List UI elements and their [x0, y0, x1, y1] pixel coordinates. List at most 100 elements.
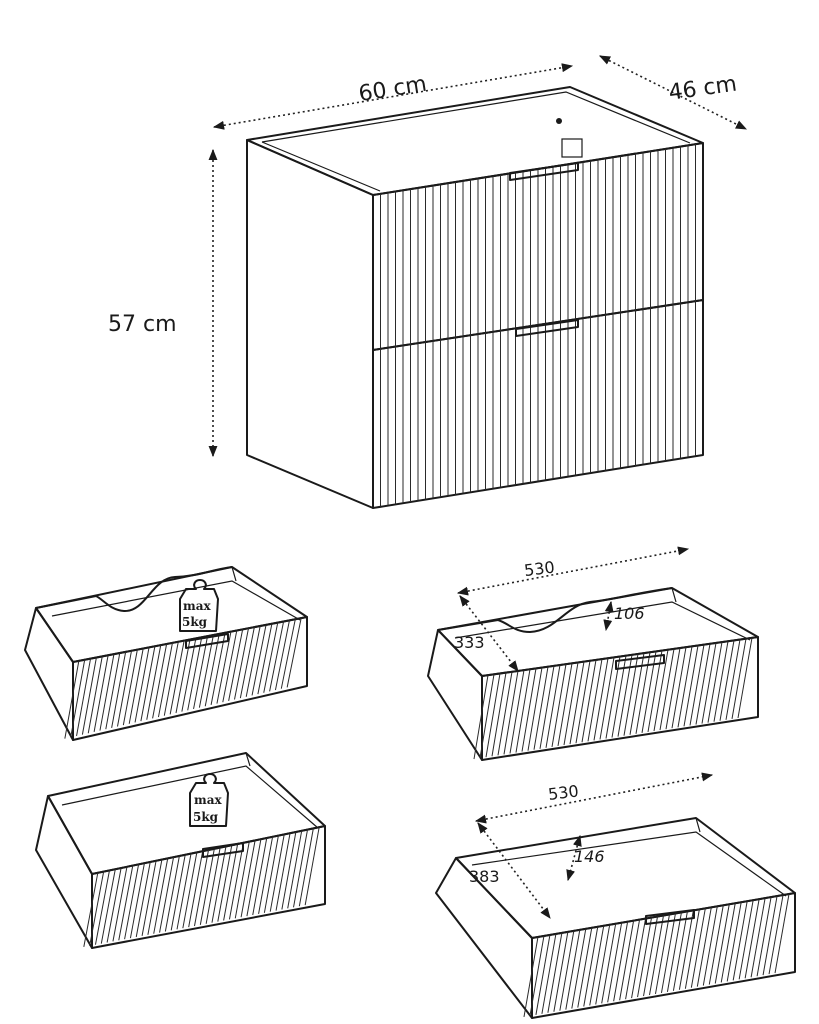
- flute-line: [93, 655, 109, 732]
- flute-line: [559, 930, 575, 1011]
- flute-line: [731, 638, 747, 719]
- flute-line: [159, 857, 175, 933]
- weight-badge-top: max 5kg: [179, 579, 219, 632]
- flute-line: [251, 624, 267, 696]
- flute-line: [547, 932, 563, 1013]
- flute-line: [293, 829, 309, 908]
- flute-line: [545, 664, 561, 748]
- flute-line: [234, 628, 249, 700]
- flute-line: [263, 622, 279, 693]
- flute-line: [140, 646, 156, 722]
- flute-line: [601, 923, 617, 1004]
- flute-line: [595, 924, 611, 1005]
- flute-line: [258, 836, 274, 914]
- flute-line: [100, 869, 116, 944]
- flute-line: [128, 648, 144, 724]
- flute-line: [198, 634, 214, 708]
- bottom-drawer-height-label: 146: [574, 847, 605, 866]
- flute-line: [503, 670, 519, 755]
- flute-line: [713, 641, 729, 722]
- flute-line: [643, 916, 659, 997]
- flute-line: [666, 912, 682, 992]
- flute-line: [222, 630, 238, 703]
- flute-line: [152, 643, 168, 719]
- top-drawer-dimension-view: 530 333 106: [427, 546, 759, 761]
- flute-line: [182, 852, 198, 929]
- flute-line: [726, 902, 742, 982]
- flute-line: [690, 908, 706, 988]
- bottom-drawer-depth-label: 383: [469, 867, 500, 886]
- flute-line: [762, 895, 778, 976]
- weight-badge-bottom: max 5kg: [189, 773, 229, 827]
- flute-line: [684, 909, 700, 989]
- flute-line: [689, 644, 705, 726]
- lower-drawer-flutes: [380, 301, 696, 507]
- flute-line: [637, 917, 653, 998]
- flute-line: [117, 650, 132, 727]
- flute-line: [124, 864, 140, 940]
- flute-line: [577, 927, 593, 1008]
- top-drawer-height-label: 106: [614, 604, 645, 623]
- flute-line: [720, 903, 736, 983]
- flute-line: [157, 642, 173, 718]
- flute-line: [523, 936, 539, 1018]
- flute-line: [135, 861, 151, 938]
- flute-line: [99, 654, 115, 731]
- flute-line: [286, 618, 302, 688]
- flute-line: [199, 848, 215, 925]
- flute-line: [774, 893, 790, 974]
- flute-line: [181, 638, 197, 712]
- flute-line: [245, 625, 261, 697]
- flute-line: [163, 641, 179, 716]
- flute-line: [625, 919, 641, 1000]
- cabinet-drawing: [246, 86, 704, 509]
- flute-line: [708, 905, 724, 985]
- flute-line: [240, 840, 256, 918]
- flute-line: [619, 920, 635, 1001]
- top-drawer-width-label: 530: [523, 558, 556, 581]
- flute-line: [118, 865, 134, 941]
- flute-line: [485, 673, 501, 758]
- flute-line: [257, 623, 273, 695]
- cabinet-back-hole: [556, 118, 562, 124]
- flute-line: [683, 645, 699, 727]
- flute-line: [204, 633, 220, 707]
- height-dimension-label: 57 cm: [108, 312, 177, 337]
- flute-line: [187, 637, 203, 711]
- depth-dimension-line: [598, 55, 748, 130]
- flute-line: [539, 665, 555, 749]
- flute-line: [164, 855, 180, 932]
- flute-line: [665, 647, 681, 730]
- weight-value-label-top: 5kg: [182, 615, 208, 629]
- flute-line: [274, 620, 290, 691]
- depth-dimension-label: 46 cm: [667, 72, 738, 106]
- flute-line: [599, 657, 615, 740]
- flute-line: [129, 863, 145, 939]
- flute-line: [575, 660, 591, 744]
- flute-line: [122, 649, 138, 726]
- flute-line: [521, 668, 537, 752]
- flute-line: [64, 660, 80, 739]
- top-drawer-weight-view: max 5kg: [24, 566, 308, 741]
- flute-line: [677, 646, 693, 728]
- top-drawer-width-dim-line: [456, 546, 690, 596]
- flute-line: [134, 647, 150, 723]
- bottom-drawer-weight-view: max 5kg: [35, 752, 326, 949]
- flute-line: [479, 674, 495, 759]
- flute-line: [738, 900, 754, 980]
- flute-line: [565, 929, 581, 1010]
- flute-line: [304, 827, 320, 906]
- flute-line: [607, 922, 623, 1003]
- flute-line: [169, 640, 185, 715]
- cabinet-back-bracket: [561, 138, 583, 158]
- width-dimension-line: [212, 63, 574, 130]
- flute-line: [653, 649, 669, 732]
- flute-line: [553, 931, 569, 1012]
- flute-line: [744, 899, 760, 979]
- bottom-drawer-dimension-view: 530 383 146: [435, 772, 796, 1019]
- flute-line: [287, 830, 303, 909]
- flute-line: [216, 631, 232, 704]
- top-drawer-front-dims: [481, 636, 759, 761]
- flute-line: [551, 664, 567, 747]
- cabinet-side-panel: [246, 139, 374, 509]
